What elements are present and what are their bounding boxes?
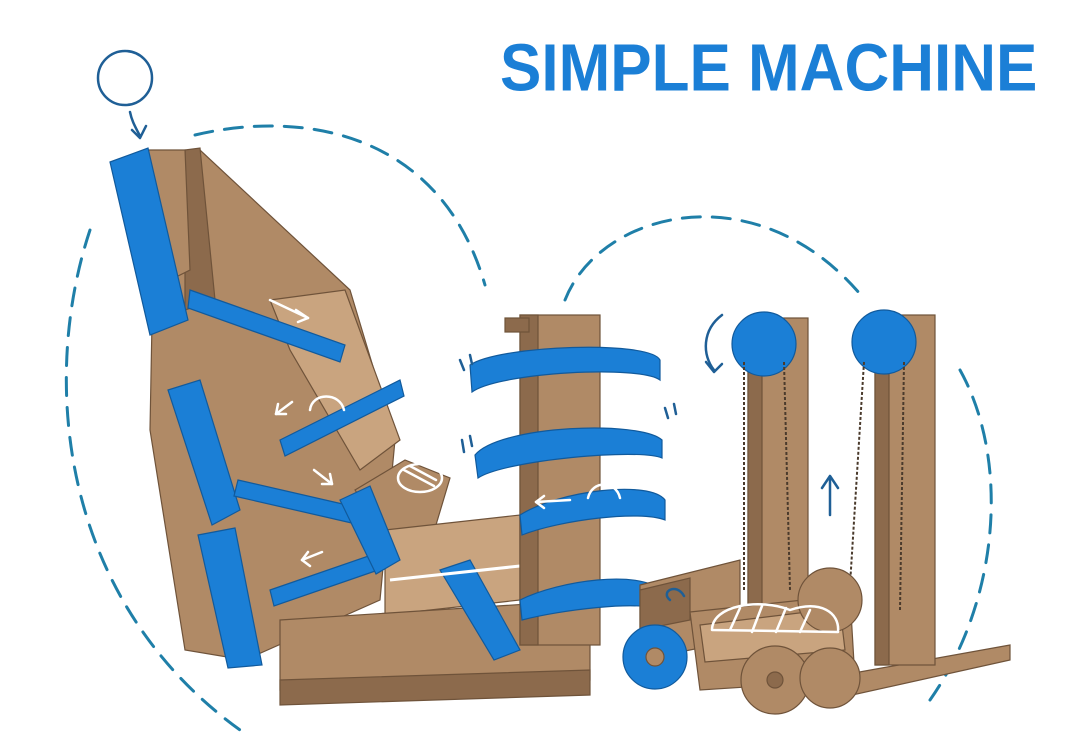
blue-panel-bottom [197, 527, 263, 669]
motion-arrow-icon [820, 474, 840, 517]
ball-sketch [586, 483, 622, 500]
rotation-arrow-icon [704, 313, 724, 374]
vibration-marks [458, 353, 678, 454]
hanging-wheel [797, 567, 863, 633]
pulley-wheel-left [731, 311, 797, 377]
cardboard-cart [622, 559, 863, 715]
lever-base [279, 459, 591, 706]
page-title: SIMPLE MACHINE [500, 31, 1038, 106]
motion-arrow-icon [534, 494, 572, 510]
spiral-column [469, 314, 666, 646]
motion-arrow-icon [268, 298, 334, 568]
cargo-sketch-left [396, 462, 444, 494]
top-dashed-path [193, 124, 487, 287]
blue-panel-mid [167, 379, 241, 526]
ball-outline-icon [96, 49, 154, 107]
pulley-towers [731, 309, 1011, 701]
spiral-ramp-1 [469, 346, 661, 394]
blue-panel-top [109, 147, 189, 336]
ramp-tower [109, 147, 405, 669]
driver-sketch [665, 587, 686, 602]
spiral-ramp-2 [474, 427, 663, 480]
middle-dashed-path [563, 215, 867, 302]
down-arrow-icon [128, 110, 148, 140]
cargo-sketch-cart [710, 603, 840, 634]
ball-sketch [308, 395, 346, 412]
pulley-wheel-right [851, 309, 917, 375]
left-dashed-path [64, 228, 242, 732]
